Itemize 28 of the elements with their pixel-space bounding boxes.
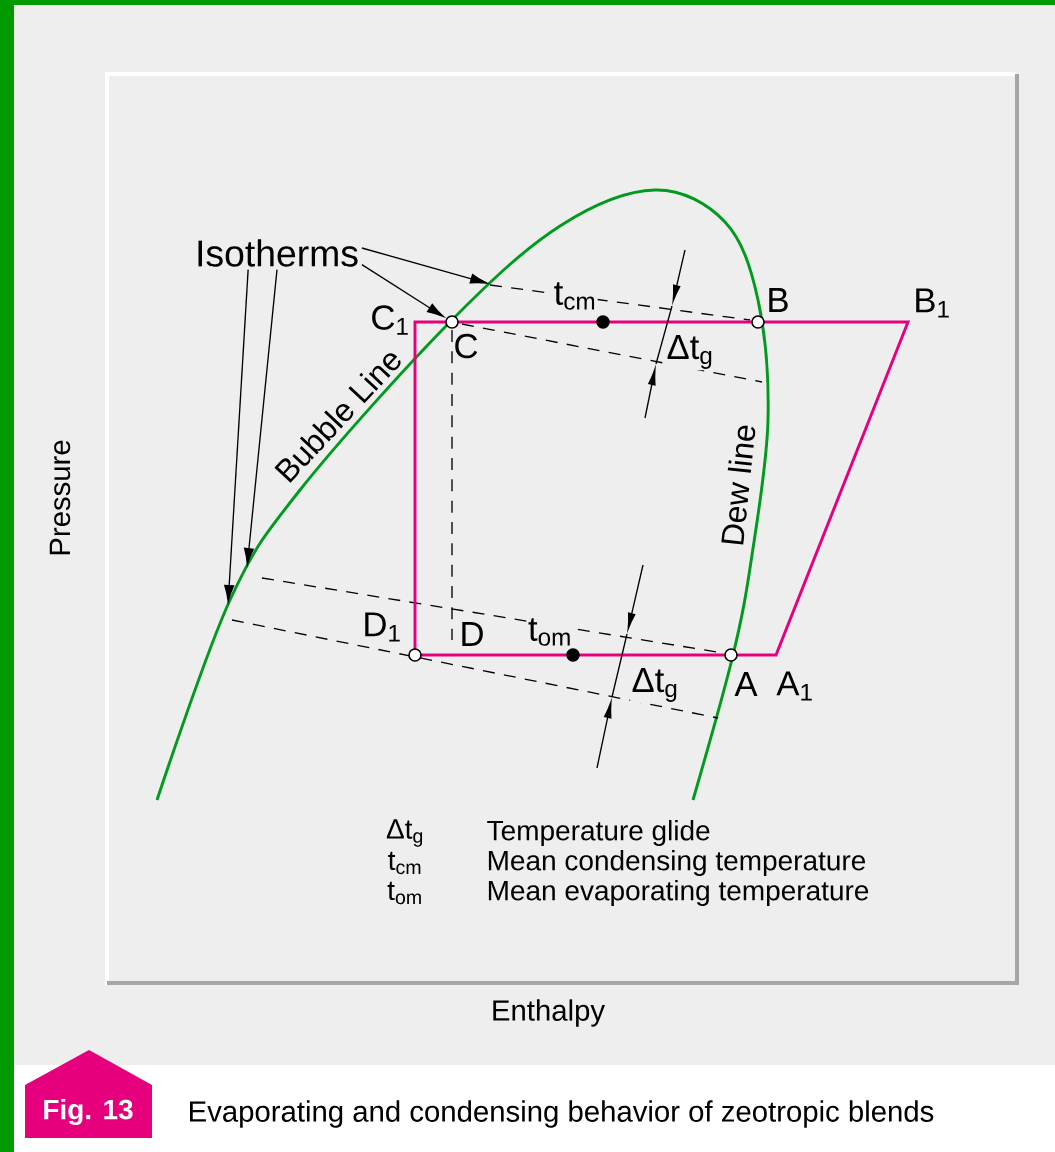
key-symbol: t$_{cm}$ bbox=[388, 851, 421, 875]
key-text: Temperature glide bbox=[487, 819, 710, 847]
leader-arrow bbox=[224, 269, 249, 602]
point-label: C$_{1}$ bbox=[372, 305, 408, 335]
leader-arrow bbox=[243, 269, 278, 565]
state-point bbox=[445, 315, 459, 329]
callout-text: Isotherms bbox=[198, 239, 358, 267]
axis-title: Pressure bbox=[49, 440, 71, 555]
point-label: D$_{1}$ bbox=[365, 612, 400, 642]
point-label: A bbox=[734, 672, 758, 696]
point-label: B bbox=[769, 288, 788, 312]
glide-label: Δt$_{g}$ bbox=[630, 666, 680, 704]
curve-label: Dew line bbox=[721, 425, 756, 545]
leader-arrow bbox=[361, 264, 444, 317]
glide-label: Δt$_{g}$ bbox=[665, 333, 715, 371]
point-label: D bbox=[462, 622, 483, 646]
figure-badge: Fig. 13 bbox=[25, 1050, 152, 1138]
key-text: Mean condensing temperature bbox=[488, 849, 866, 877]
leader-arrow bbox=[361, 247, 487, 284]
key-text: Mean evaporating temperature bbox=[488, 879, 869, 907]
axis-title: Enthalpy bbox=[493, 999, 605, 1027]
point-label: A$_{1}$ bbox=[776, 671, 812, 701]
figure-caption: Evaporating and condensing behavior of zeotropic blends bbox=[190, 1100, 934, 1128]
key-symbol: Δt$_{g}$ bbox=[386, 819, 423, 847]
point-label: B$_{1}$ bbox=[916, 288, 949, 318]
key-symbol: t$_{om}$ bbox=[387, 881, 421, 905]
isotherm-label: t$_{cm}$ bbox=[552, 280, 598, 312]
point-label: C bbox=[455, 333, 478, 359]
